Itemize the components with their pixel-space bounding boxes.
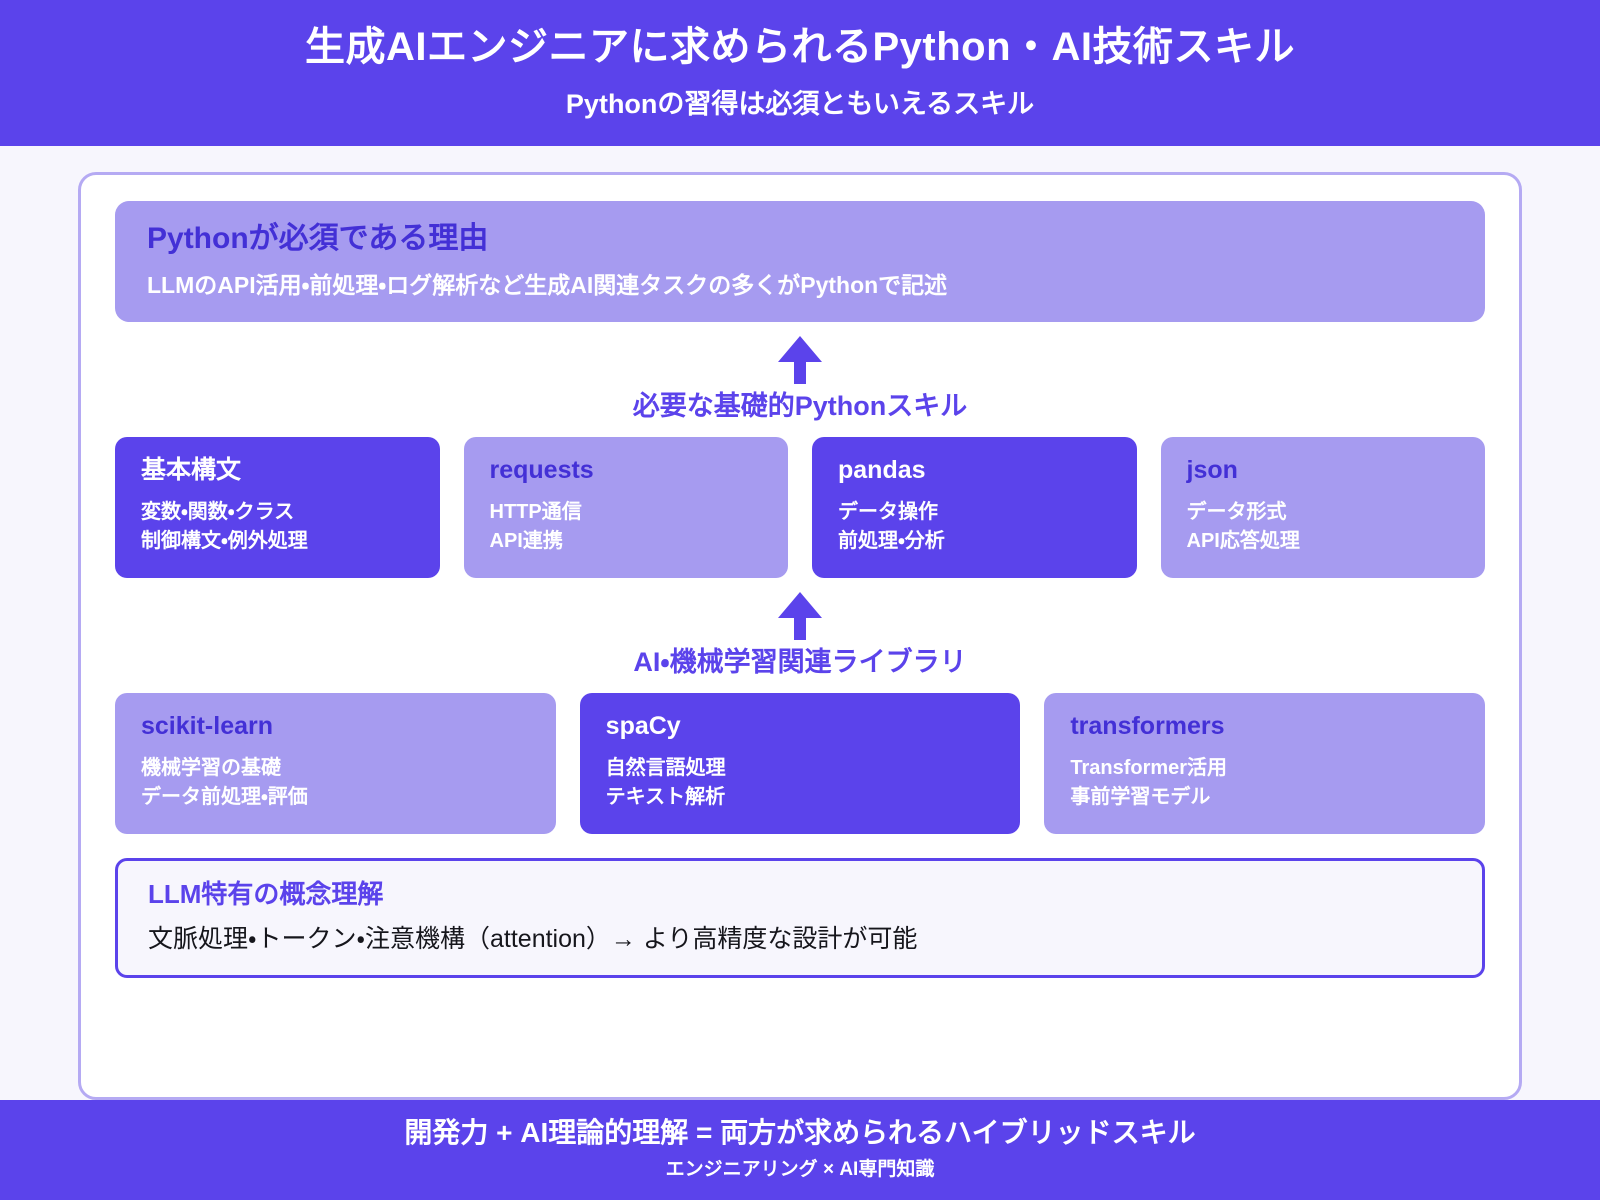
arrow-block-python-skills: 必要な基礎的Pythonスキル [115,322,1485,426]
skill-card-line-2: 事前学習モデル [1070,786,1211,809]
skill-card-line-2: データ前処理・評価 [141,786,308,809]
arrow-label-python-skills: 必要な基礎的Pythonスキル [632,391,968,422]
arrow-up-icon [778,336,822,385]
skill-card-title: 基本構文 [141,455,242,484]
arrow-head [778,336,822,363]
skill-card-line-2: 前処理・分析 [838,530,945,553]
page-title: 生成AIエンジニアに求められるPython・AI技術スキル [304,25,1296,69]
arrow-up-icon [778,592,822,641]
arrow-head [778,592,822,619]
skill-card-line-1: HTTP通信 [489,501,582,524]
skill-card-line-1: データ形式 [1186,501,1287,524]
skill-card-line-2: 制御構文・例外処理 [141,530,308,553]
skill-card-details: 機械学習の基礎 データ前処理・評価 [141,754,530,812]
skill-card-line-1: データ操作 [838,501,938,524]
skill-card-transformers: transformers Transformer活用 事前学習モデル [1044,692,1486,835]
skill-card-line-1: 変数・関数・クラス [141,501,295,524]
skill-card-pandas: pandas データ操作 前処理・分析 [812,436,1137,579]
skill-card-title: json [1186,455,1238,484]
skill-card-details: 自然言語処理 テキスト解析 [606,754,995,812]
skill-card-requests: requests HTTP通信 API連携 [463,436,788,579]
llm-concepts-box: LLM特有の概念理解 文脈処理・トークン・注意機構（attention）→ より… [115,858,1485,979]
skill-card-json: json データ形式 API応答処理 [1160,436,1485,579]
skill-card-line-1: 自然言語処理 [605,757,726,780]
skill-card-details: 変数・関数・クラス 制御構文・例外処理 [141,498,414,556]
llm-concepts-title: LLM特有の概念理解 [148,879,384,910]
skill-card-title: spaCy [605,711,681,740]
skill-card-title: transformers [1070,711,1225,740]
llm-concepts-description: 文脈処理・トークン・注意機構（attention）→ より高精度な設計が可能 [148,924,918,953]
skill-card-spacy: spaCy 自然言語処理 テキスト解析 [579,692,1021,835]
skill-card-title: pandas [838,455,926,484]
skill-card-title: scikit-learn [141,711,274,740]
content-container: Pythonが必須である理由 LLMのAPI活用・前処理・ログ解析など生成AI関… [78,172,1522,1100]
skill-card-details: データ形式 API応答処理 [1187,498,1460,556]
page-subtitle: Pythonの習得は必須ともいえるスキル [565,89,1035,119]
python-reason-description: LLMのAPI活用・前処理・ログ解析など生成AI関連タスクの多くがPythonで… [147,272,948,299]
page-footer: 開発力 + AI理論的理解 = 両方が求められるハイブリッドスキル エンジニアリ… [0,1099,1600,1200]
body-area: Pythonが必須である理由 LLMのAPI活用・前処理・ログ解析など生成AI関… [0,146,1600,1100]
skill-card-details: Transformer活用 事前学習モデル [1070,754,1459,812]
ai-library-card-row: scikit-learn 機械学習の基礎 データ前処理・評価 spaCy 自然言… [115,692,1486,835]
arrow-label-ai-libraries: AI・機械学習関連ライブラリ [633,647,967,678]
skill-card-scikit-learn: scikit-learn 機械学習の基礎 データ前処理・評価 [115,692,556,835]
skill-card-line-2: API連携 [489,530,563,553]
arrow-block-ai-libraries: AI・機械学習関連ライブラリ [115,578,1485,682]
skill-card-line-2: API応答処理 [1186,530,1300,553]
python-reason-banner: Pythonが必須である理由 LLMのAPI活用・前処理・ログ解析など生成AI関… [115,201,1485,323]
skill-card-title: requests [489,455,594,484]
footer-sub-text: エンジニアリング × AI専門知識 [665,1159,935,1181]
skill-card-line-1: Transformer活用 [1070,757,1228,780]
skill-card-basic-syntax: 基本構文 変数・関数・クラス 制御構文・例外処理 [115,436,440,579]
skill-card-line-1: 機械学習の基礎 [141,757,281,780]
arrow-stem [794,361,806,385]
page-header: 生成AIエンジニアに求められるPython・AI技術スキル Pythonの習得は… [0,0,1600,147]
skill-card-details: データ操作 前処理・分析 [838,498,1111,556]
skill-card-details: HTTP通信 API連携 [490,498,763,556]
python-skill-card-row: 基本構文 変数・関数・クラス 制御構文・例外処理 requests HTTP通信… [115,436,1485,579]
python-reason-title: Pythonが必須である理由 [147,222,489,256]
footer-main-text: 開発力 + AI理論的理解 = 両方が求められるハイブリッドスキル [404,1116,1196,1148]
arrow-stem [794,617,806,641]
skill-card-line-2: テキスト解析 [605,786,726,809]
